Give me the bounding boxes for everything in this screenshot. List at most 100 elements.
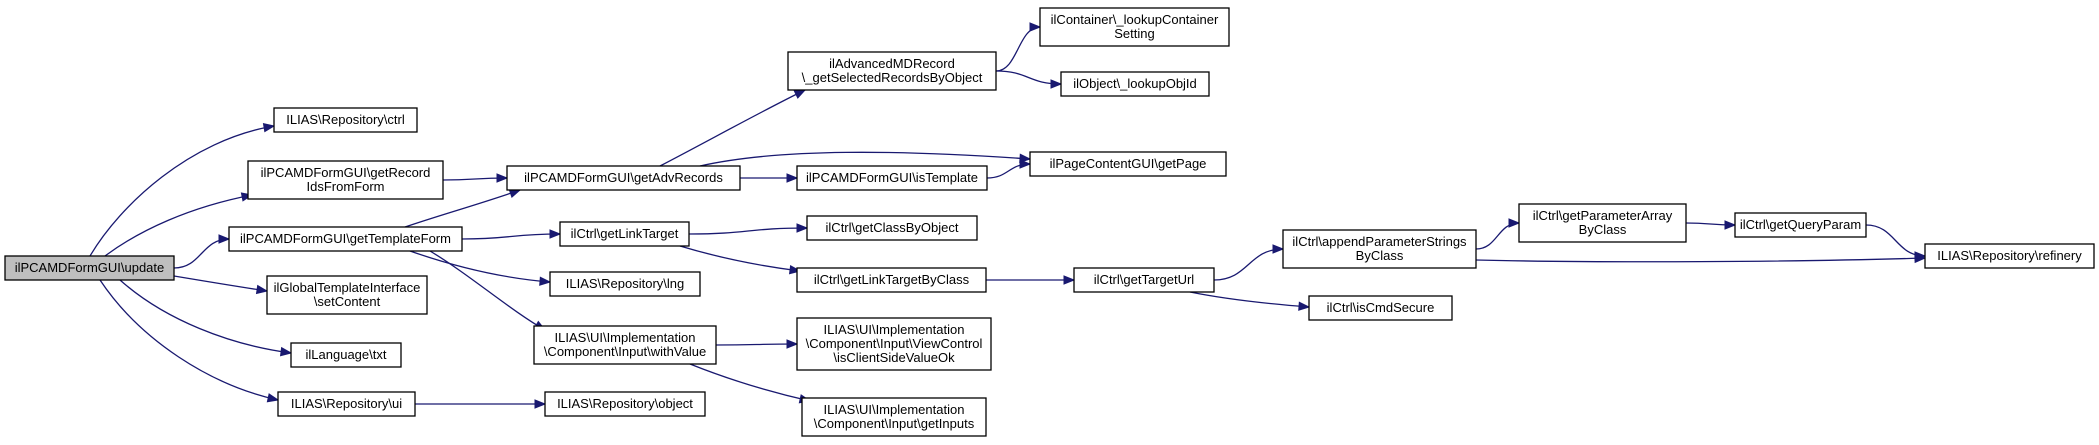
node-label: ILIAS\Repository\object bbox=[557, 396, 693, 411]
call-edge-repo_ui-to-repo_object bbox=[414, 399, 547, 409]
edge-line bbox=[461, 233, 561, 240]
call-edge-getLinkTarget-to-getClassByObject bbox=[688, 223, 809, 235]
edge-arrowhead bbox=[1914, 251, 1927, 261]
node-box bbox=[1282, 229, 1477, 269]
node-label: IdsFromForm bbox=[307, 179, 385, 194]
edge-arrowhead bbox=[255, 284, 269, 295]
node-box bbox=[801, 397, 987, 437]
node-box bbox=[1060, 71, 1210, 97]
node-box bbox=[544, 391, 706, 417]
edge-line bbox=[689, 363, 811, 402]
edge-arrowhead bbox=[1272, 244, 1285, 254]
node-label: ILIAS\Repository\lng bbox=[566, 276, 685, 291]
call-edge-update-to-repo_ctrl bbox=[89, 123, 276, 257]
node-getQueryParam[interactable]: ilCtrl\getQueryParam bbox=[1734, 212, 1867, 238]
node-getSelectedRecords[interactable]: ilAdvancedMDRecord\_getSelectedRecordsBy… bbox=[787, 51, 997, 91]
node-repo_object[interactable]: ILIAS\Repository\object bbox=[544, 391, 706, 417]
node-getLinkTargetByClass[interactable]: ilCtrl\getLinkTargetByClass bbox=[796, 267, 987, 293]
node-label: ilCtrl\isCmdSecure bbox=[1327, 300, 1435, 315]
edge-arrowhead bbox=[549, 229, 562, 239]
node-label: \Component\Input\withValue bbox=[544, 344, 706, 359]
edge-arrowhead bbox=[1508, 218, 1521, 228]
node-lookupObjId[interactable]: ilObject\_lookupObjId bbox=[1060, 71, 1210, 97]
call-edge-getAdvRecords-to-isTemplate bbox=[740, 173, 799, 183]
call-edge-update-to-repo_ui bbox=[99, 279, 280, 403]
node-getInputs[interactable]: ILIAS\UI\Implementation\Component\Input\… bbox=[801, 397, 987, 437]
node-label: ilPCAMDFormGUI\getRecord bbox=[261, 165, 431, 180]
call-edge-getQueryParam-to-refinery bbox=[1865, 224, 1927, 261]
node-label: ILIAS\Repository\ui bbox=[291, 396, 402, 411]
node-withValue[interactable]: ILIAS\UI\Implementation\Component\Input\… bbox=[533, 325, 717, 365]
edge-line bbox=[699, 151, 1031, 167]
node-refinery[interactable]: ILIAS\Repository\refinery bbox=[1924, 243, 2095, 269]
node-box bbox=[1308, 295, 1453, 321]
call-edge-getTemplateForm-to-getAdvRecords bbox=[404, 188, 522, 228]
edge-arrowhead bbox=[279, 346, 293, 357]
edge-arrowhead bbox=[793, 89, 807, 99]
node-box bbox=[4, 255, 175, 281]
call-edge-getTemplateForm-to-withValue bbox=[429, 250, 547, 331]
node-label: ilCtrl\getLinkTarget bbox=[571, 226, 679, 241]
node-getTemplateForm[interactable]: ilPCAMDFormGUI\getTemplateForm bbox=[228, 226, 463, 252]
node-isCmdSecure[interactable]: ilCtrl\isCmdSecure bbox=[1308, 295, 1453, 321]
node-getClassByObject[interactable]: ilCtrl\getClassByObject bbox=[806, 215, 978, 241]
node-getLinkTarget[interactable]: ilCtrl\getLinkTarget bbox=[559, 221, 690, 247]
edge-line bbox=[409, 250, 551, 283]
edge-arrowhead bbox=[496, 173, 509, 183]
node-label: ilCtrl\getParameterArray bbox=[1533, 208, 1673, 223]
call-edge-getParameterArray-to-getQueryParam bbox=[1685, 220, 1737, 230]
node-box bbox=[1073, 267, 1215, 293]
node-label: \_getSelectedRecordsByObject bbox=[802, 70, 983, 85]
node-getPage[interactable]: ilPageContentGUI\getPage bbox=[1029, 151, 1227, 177]
call-edge-getAdvRecords-to-getPage bbox=[699, 151, 1032, 167]
call-edge-getTemplateForm-to-getLinkTarget bbox=[461, 229, 562, 240]
edge-arrowhead bbox=[786, 173, 799, 183]
edge-line bbox=[995, 26, 1041, 72]
node-isTemplate[interactable]: ilPCAMDFormGUI\isTemplate bbox=[796, 165, 988, 191]
node-label: ByClass bbox=[1356, 248, 1404, 263]
node-isClientSide[interactable]: ILIAS\UI\Implementation\Component\Input\… bbox=[796, 317, 992, 371]
edge-arrowhead bbox=[1029, 22, 1042, 32]
node-getAdvRecords[interactable]: ilPCAMDFormGUI\getAdvRecords bbox=[506, 165, 741, 191]
node-setContent[interactable]: ilGlobalTemplateInterface\setContent bbox=[266, 275, 428, 315]
edge-arrowhead bbox=[786, 339, 799, 349]
node-box bbox=[247, 160, 444, 200]
edge-line bbox=[99, 279, 279, 401]
node-label: ilPCAMDFormGUI\update bbox=[15, 260, 165, 275]
edge-arrowhead bbox=[266, 393, 280, 403]
node-repo_lng[interactable]: ILIAS\Repository\lng bbox=[549, 271, 701, 297]
node-repo_ui[interactable]: ILIAS\Repository\ui bbox=[277, 391, 416, 417]
node-box bbox=[787, 51, 997, 91]
node-label: ilAdvancedMDRecord bbox=[829, 56, 955, 71]
node-label: ilCtrl\getTargetUrl bbox=[1094, 272, 1195, 287]
node-box bbox=[290, 342, 402, 368]
node-update[interactable]: ilPCAMDFormGUI\update bbox=[4, 255, 175, 281]
node-label: ilCtrl\appendParameterStrings bbox=[1292, 234, 1467, 249]
node-getTargetUrl[interactable]: ilCtrl\getTargetUrl bbox=[1073, 267, 1215, 293]
edge-arrowhead bbox=[1724, 220, 1737, 230]
node-box bbox=[796, 267, 987, 293]
call-edge-getSelectedRecords-to-lookupContainer bbox=[995, 22, 1042, 72]
node-box bbox=[1734, 212, 1867, 238]
node-box bbox=[559, 221, 690, 247]
edge-line bbox=[173, 275, 268, 292]
node-box bbox=[1029, 151, 1227, 177]
node-box bbox=[1924, 243, 2095, 269]
node-label: ilPCAMDFormGUI\getTemplateForm bbox=[240, 231, 451, 246]
node-txt[interactable]: ilLanguage\txt bbox=[290, 342, 402, 368]
node-box bbox=[1039, 7, 1230, 47]
edge-line bbox=[119, 279, 292, 354]
node-label: ilPageContentGUI\getPage bbox=[1050, 156, 1207, 171]
edge-arrowhead bbox=[262, 123, 276, 133]
node-repo_ctrl[interactable]: ILIAS\Repository\ctrl bbox=[273, 107, 418, 133]
node-box bbox=[273, 107, 418, 133]
edge-line bbox=[715, 343, 798, 346]
call-edge-getLinkTarget-to-getLinkTargetByClass bbox=[679, 245, 802, 275]
node-label: ilContainer\_lookupContainer bbox=[1051, 12, 1219, 27]
edge-line bbox=[1865, 224, 1926, 257]
